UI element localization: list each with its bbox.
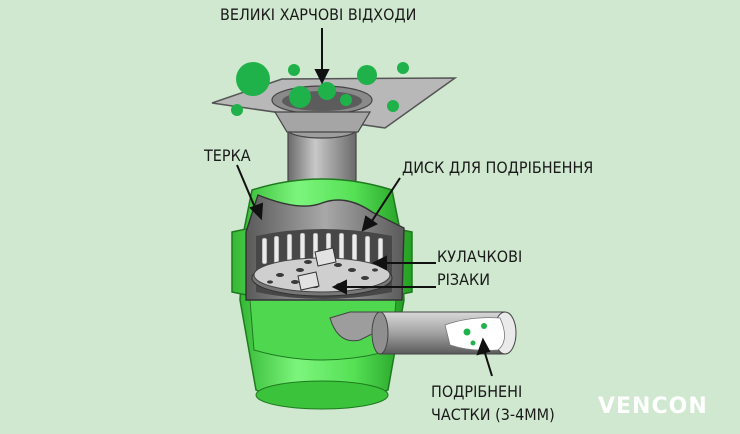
label-grater: ТЕРКА (204, 146, 251, 165)
lug-cutters (297, 247, 337, 291)
label-grinding-disc: ДИСК ДЛЯ ПОДРІБНЕННЯ (402, 158, 594, 177)
label-shredded-particles-line2: ЧАСТКИ (3-4ММ) (431, 405, 555, 424)
label-large-food-waste: ВЕЛИКІ ХАРЧОВІ ВІДХОДИ (220, 5, 417, 24)
label-shredded-particles-line1: ПОДРІБНЕНІ (431, 382, 523, 401)
label-lug-cutters-line2: РІЗАКИ (437, 270, 490, 289)
brand-logo: VENCON (598, 394, 708, 419)
label-lug-cutters-line1: КУЛАЧКОВІ (437, 247, 523, 266)
annotation-arrows (236, 28, 493, 377)
inlet-neck (273, 111, 372, 186)
shredded-particles (463, 323, 487, 346)
large-food-waste (231, 62, 409, 116)
